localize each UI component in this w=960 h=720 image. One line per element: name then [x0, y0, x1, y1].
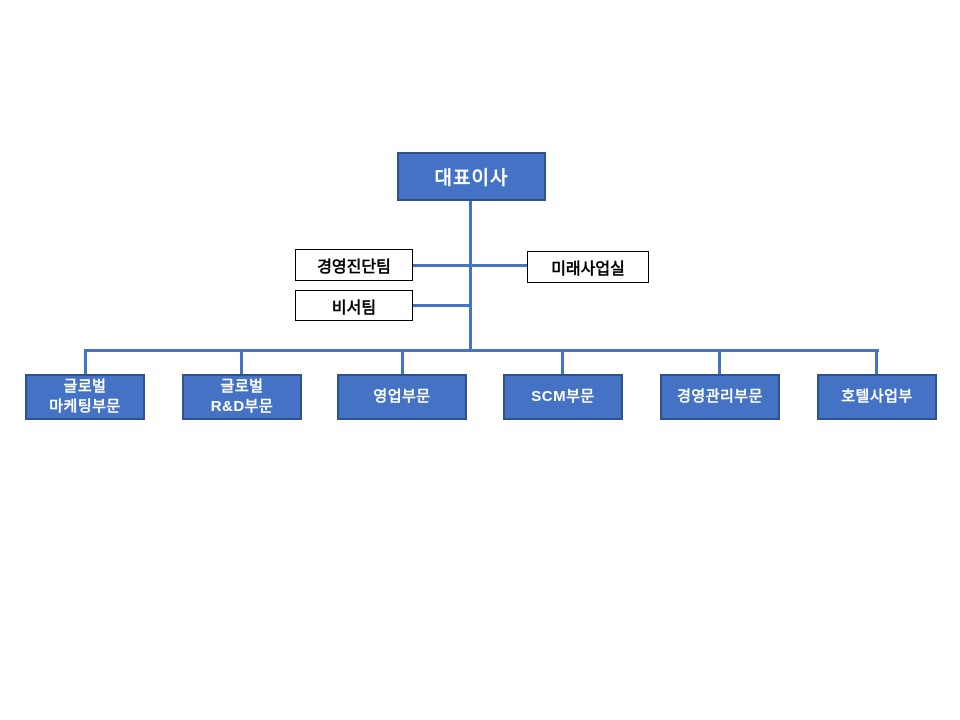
org-box-hotel-business-division: 호텔사업부: [817, 374, 937, 420]
org-box-sales-division: 영업부문: [337, 374, 467, 420]
org-box-future-business-office: 미래사업실: [527, 251, 649, 283]
org-box-ceo: 대표이사: [397, 152, 546, 201]
connector-stub-1: [84, 349, 87, 374]
connector-stub-6: [875, 349, 878, 374]
org-box-secretary-team: 비서팀: [295, 290, 413, 321]
org-box-management-diagnosis-team: 경영진단팀: [295, 249, 413, 281]
org-box-scm-division: SCM부문: [503, 374, 623, 420]
connector-staff-cross: [413, 264, 527, 267]
org-box-global-rnd-division: 글로벌 R&D부문: [182, 374, 302, 420]
org-box-management-admin-division: 경영관리부문: [660, 374, 780, 420]
connector-branch: [84, 349, 879, 352]
connector-stub-2: [240, 349, 243, 374]
org-box-global-marketing-division: 글로벌 마케팅부문: [25, 374, 145, 420]
connector-stub-5: [718, 349, 721, 374]
connector-secretary: [413, 304, 471, 307]
connector-trunk: [469, 200, 472, 351]
connector-stub-4: [561, 349, 564, 374]
connector-stub-3: [401, 349, 404, 374]
